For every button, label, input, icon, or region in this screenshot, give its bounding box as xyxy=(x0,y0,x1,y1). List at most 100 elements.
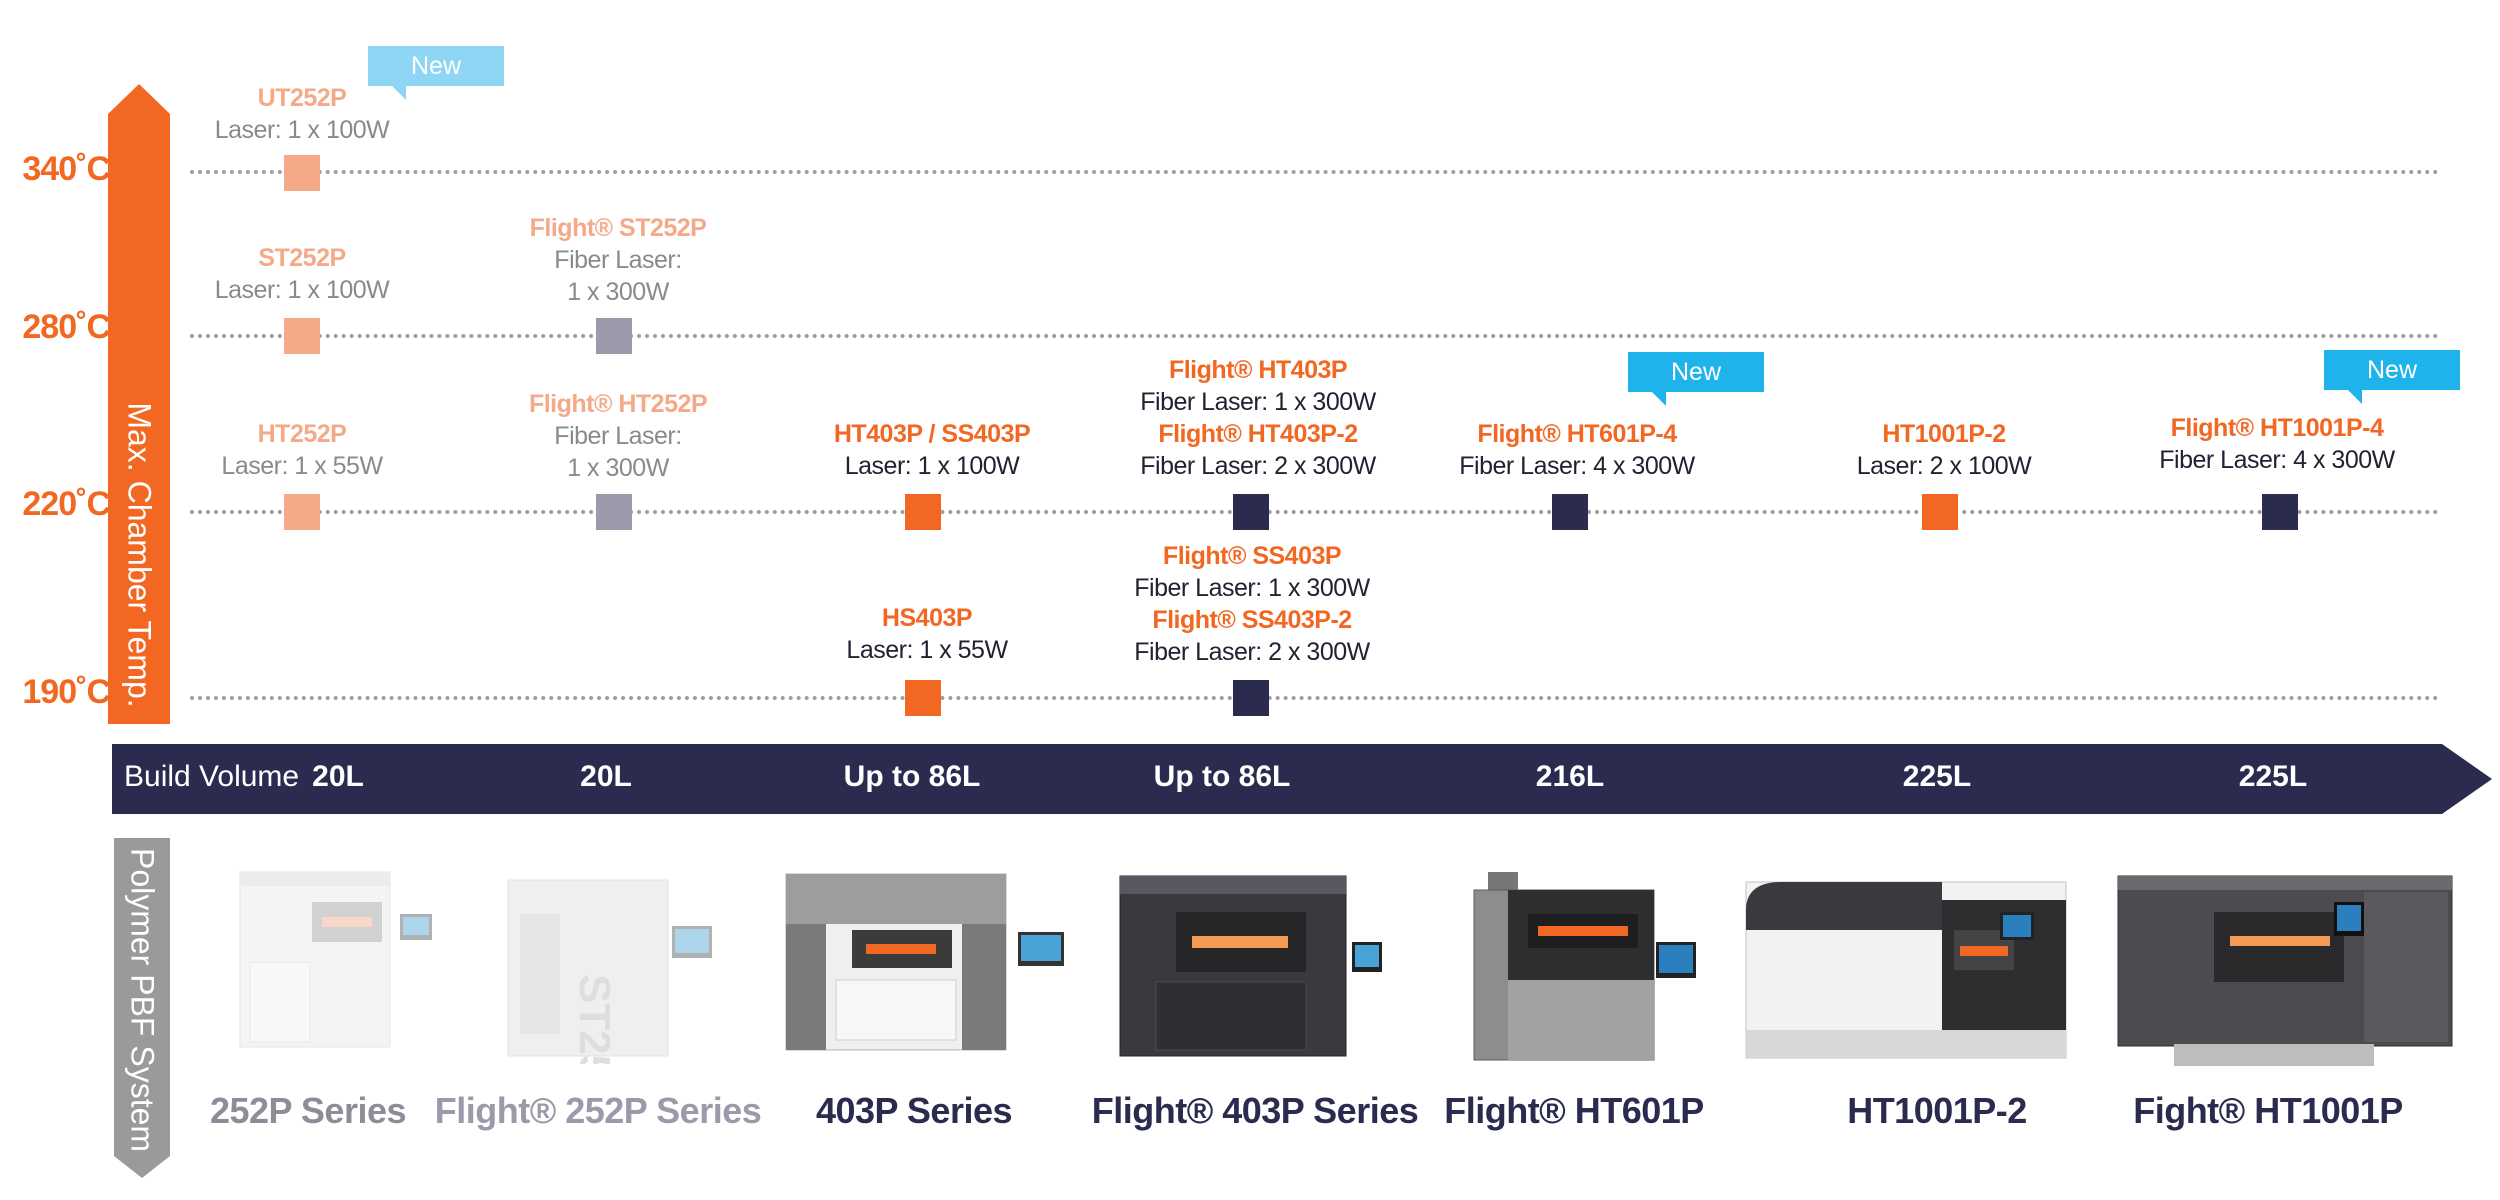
temp-label-220: 220˚C xyxy=(22,485,111,523)
model-name: Flight® SS403P-2 xyxy=(1152,606,1352,634)
temperature-axis-label: Max. Chamber Temp. xyxy=(121,402,158,708)
marker-ht403p-ss403p xyxy=(905,494,941,530)
model-spec: Fiber Laser: 1 x 300W xyxy=(1140,388,1376,416)
marker-flight-ht1001p-4 xyxy=(2262,494,2298,530)
model-label-flight-ss403p: Flight® SS403P Fiber Laser: 1 x 300W Fli… xyxy=(1134,540,1370,668)
build-volume-label: Build Volume xyxy=(124,760,300,793)
model-name: HT1001P-2 xyxy=(1882,420,2006,448)
marker-flight-ss403p xyxy=(1233,680,1269,716)
model-label-hs403p: HS403P Laser: 1 x 55W xyxy=(846,602,1008,666)
printer-image-flight-403p xyxy=(1119,875,1382,1057)
model-label-ht403p-ss403p: HT403P / SS403P Laser: 1 x 100W xyxy=(833,418,1031,482)
build-volume-flight-252p: 20L xyxy=(580,760,632,793)
model-spec: Laser: 1 x 100W xyxy=(214,276,390,304)
model-name: HT252P xyxy=(257,420,347,448)
model-spec: 1 x 300W xyxy=(567,278,669,306)
model-name: HS403P xyxy=(881,604,973,632)
series-name-ht601p: Flight® HT601P xyxy=(1444,1090,1704,1131)
model-spec: Fiber Laser: xyxy=(554,246,682,274)
temp-label-280: 280˚C xyxy=(22,308,111,346)
model-spec: Fiber Laser: 2 x 300W xyxy=(1134,638,1370,666)
model-spec: Fiber Laser: 4 x 300W xyxy=(2159,446,2395,474)
model-spec: Fiber Laser: xyxy=(554,422,682,450)
new-tag-ht601p: New xyxy=(1628,352,1764,406)
model-label-flight-ht601p-4: Flight® HT601P-4 Fiber Laser: 4 x 300W xyxy=(1459,418,1695,482)
build-volume-ht1001p-2: 225L xyxy=(1902,760,1972,793)
model-name: UT252P xyxy=(257,84,347,112)
printer-image-403p xyxy=(785,873,1064,1051)
temp-label-340: 340˚C xyxy=(22,150,111,188)
build-volume-ht601p: 216L xyxy=(1535,760,1605,793)
model-spec: Laser: 1 x 100W xyxy=(214,116,390,144)
model-name: HT403P / SS403P xyxy=(833,420,1031,448)
temp-label-190: 190˚C xyxy=(22,673,111,711)
model-name: Flight® HT403P xyxy=(1168,356,1348,384)
gridline-340 xyxy=(190,170,2440,174)
model-name: Flight® HT601P-4 xyxy=(1477,420,1677,448)
polymer-pbf-side-bar xyxy=(114,838,170,1178)
new-tag-pointer xyxy=(392,86,406,100)
model-spec: Laser: 1 x 55W xyxy=(221,452,383,480)
model-label-ht1001p-2: HT1001P-2 Laser: 2 x 100W xyxy=(1857,418,2032,482)
model-spec: Fiber Laser: 4 x 300W xyxy=(1459,452,1695,480)
new-tag-pointer xyxy=(1652,392,1666,406)
model-name: Flight® ST252P xyxy=(529,214,707,242)
gridline-220 xyxy=(190,510,2440,514)
marker-st252p xyxy=(284,318,320,354)
model-spec: Fiber Laser: 1 x 300W xyxy=(1134,574,1370,602)
build-volume-403p: Up to 86L xyxy=(843,760,981,793)
model-spec: 1 x 300W xyxy=(567,454,669,482)
model-label-flight-ht1001p-4: Flight® HT1001P-4 Fiber Laser: 4 x 300W xyxy=(2159,412,2395,476)
series-name-flight-252p: Flight® 252P Series xyxy=(434,1090,762,1131)
model-spec: Fiber Laser: 2 x 300W xyxy=(1140,452,1376,480)
printer-image-flight-252p: ST252P xyxy=(507,879,712,1064)
build-volume-arrow xyxy=(112,744,2492,814)
new-tag-ht1001p: New xyxy=(2324,350,2460,404)
model-label-flight-ht403p: Flight® HT403P Fiber Laser: 1 x 300W Fli… xyxy=(1140,354,1376,482)
marker-ut252p xyxy=(284,155,320,191)
model-name: Flight® SS403P xyxy=(1162,542,1342,570)
new-tag-ut252p: New xyxy=(368,46,504,100)
model-name: Flight® HT1001P-4 xyxy=(2170,414,2384,442)
marker-flight-ht252p xyxy=(596,494,632,530)
marker-ht1001p-2 xyxy=(1922,494,1958,530)
gridline-190 xyxy=(190,696,2440,700)
polymer-pbf-label: Polymer PBF System xyxy=(124,847,161,1153)
new-tag-text: New xyxy=(1670,358,1721,386)
printer-image-ht601p xyxy=(1473,872,1696,1061)
new-tag-pointer xyxy=(2348,390,2362,404)
build-volume-flight-403p: Up to 86L xyxy=(1153,760,1291,793)
model-name: Flight® HT403P-2 xyxy=(1158,420,1358,448)
printer-image-252p xyxy=(239,871,432,1048)
model-label-ht252p: HT252P Laser: 1 x 55W xyxy=(221,418,383,482)
marker-flight-ht601p-4 xyxy=(1552,494,1588,530)
model-label-flight-ht252p: Flight® HT252P Fiber Laser: 1 x 300W xyxy=(528,388,708,484)
printer-image-ht1001p xyxy=(2117,875,2453,1066)
marker-flight-st252p xyxy=(596,318,632,354)
series-name-flight-403p: Flight® 403P Series xyxy=(1091,1090,1419,1131)
model-name: ST252P xyxy=(258,244,346,272)
marker-ht252p xyxy=(284,494,320,530)
marker-flight-ht403p xyxy=(1233,494,1269,530)
printer-image-ht1001p-2 xyxy=(1745,881,2067,1059)
model-spec: Laser: 1 x 55W xyxy=(846,636,1008,664)
model-label-st252p: ST252P Laser: 1 x 100W xyxy=(215,242,390,306)
series-name-ht1001p-2: HT1001P-2 xyxy=(1847,1090,2027,1131)
build-volume-252p: 20L xyxy=(312,760,364,793)
new-tag-text: New xyxy=(2366,356,2417,384)
svg-text:ST252P: ST252P xyxy=(570,974,619,1064)
series-name-ht1001p: Fight® HT1001P xyxy=(2133,1090,2403,1131)
gridline-280 xyxy=(190,334,2440,338)
model-label-ut252p: UT252P Laser: 1 x 100W xyxy=(215,82,390,146)
series-name-252p: 252P Series xyxy=(209,1090,407,1131)
series-name-403p: 403P Series xyxy=(815,1090,1013,1131)
model-spec: Laser: 2 x 100W xyxy=(1856,452,2032,480)
new-tag-text: New xyxy=(410,52,461,80)
model-spec: Laser: 1 x 100W xyxy=(844,452,1020,480)
model-name: Flight® HT252P xyxy=(528,390,708,418)
temperature-axis-arrow xyxy=(108,84,170,724)
marker-hs403p xyxy=(905,680,941,716)
build-volume-ht1001p: 225L xyxy=(2238,760,2308,793)
model-label-flight-st252p: Flight® ST252P Fiber Laser: 1 x 300W xyxy=(530,212,707,308)
